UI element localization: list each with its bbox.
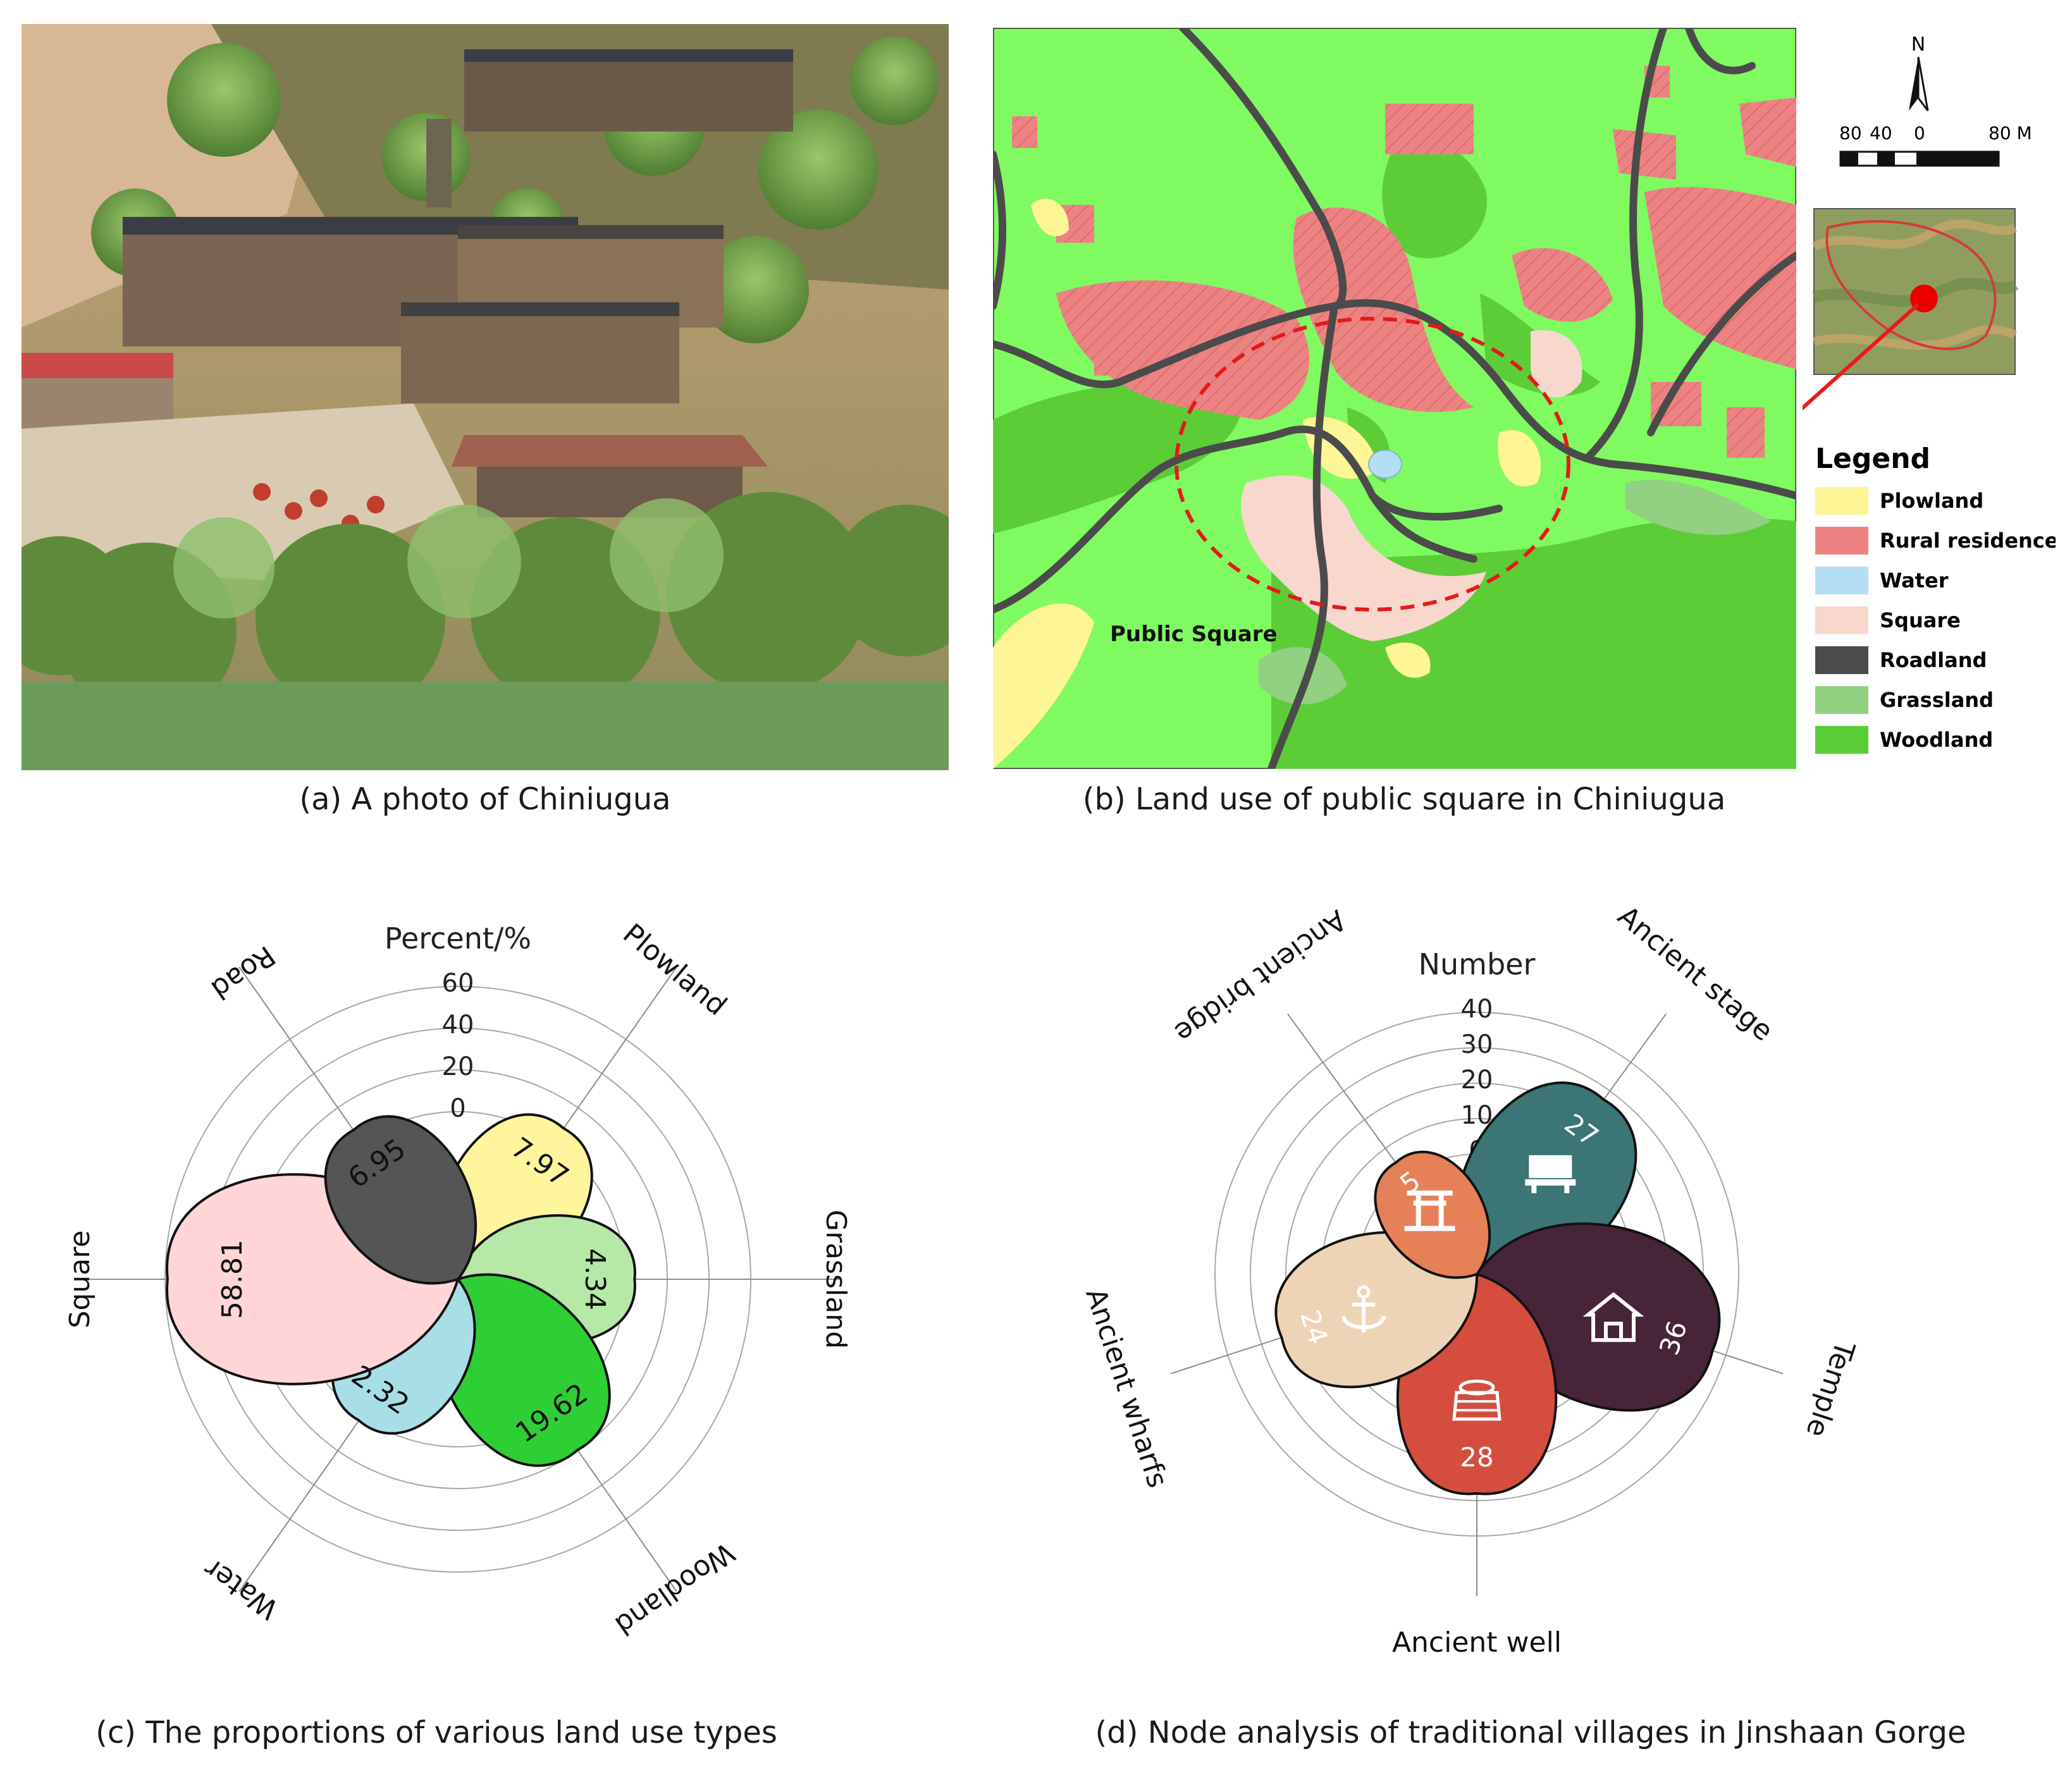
category-label: Water (198, 1552, 285, 1626)
category-label: Ancient wharfs (1079, 1284, 1174, 1492)
legend-title: Legend (1815, 443, 1930, 475)
tick-label: 0 (450, 1094, 466, 1123)
category-label: Grassland (820, 1210, 852, 1349)
legend-swatch-woodland (1815, 726, 1868, 754)
legend-swatch-rural-residence (1815, 527, 1868, 555)
stage-icon (1525, 1155, 1576, 1193)
tick-label: 40 (442, 1010, 474, 1040)
scale-label-0: 0 (1914, 123, 1925, 144)
value-label: 28 (1460, 1442, 1493, 1473)
category-label: Temple (1799, 1336, 1861, 1441)
land-use-map: Public Square (993, 28, 1796, 769)
category-label: Plowland (617, 918, 732, 1022)
caption-c: (c) The proportions of various land use … (96, 1715, 777, 1750)
map-label-public-square: Public Square (1110, 622, 1278, 647)
axis-title: Number (1419, 947, 1536, 981)
legend-swatch-square (1815, 606, 1868, 634)
tick-label: 20 (442, 1052, 474, 1081)
village-node-petal-chart: 010203040Number27Ancient stage36Temple28… (993, 841, 2068, 1739)
tick-label: 30 (1461, 1030, 1493, 1059)
scale-label-80: 80 (1839, 123, 1862, 144)
anchor-icon (1341, 1285, 1386, 1333)
legend-label-rural-residence: Rural residence (1880, 529, 2056, 553)
legend-swatch-roadland (1815, 646, 1868, 674)
category-label: Road (205, 939, 281, 1005)
legend-label-grassland: Grassland (1880, 688, 1994, 712)
location-inset (1811, 208, 2019, 375)
caption-b: (b) Land use of public square in Chiniug… (1082, 782, 1726, 817)
temple-icon (1582, 1292, 1644, 1342)
legend-swatch-grassland (1815, 686, 1868, 714)
value-label: 4.34 (579, 1248, 611, 1310)
caption-d: (d) Node analysis of traditional village… (1095, 1715, 1966, 1750)
scale-bar: 80 40 0 80 M (1839, 123, 2032, 167)
petal-road (324, 1115, 478, 1285)
category-label: Square (64, 1231, 96, 1329)
legend-label-square: Square (1880, 608, 1961, 632)
axis-title: Percent/% (385, 921, 531, 955)
scale-label-80m: 80 M (1989, 123, 2032, 144)
tick-label: 20 (1461, 1066, 1493, 1095)
bridge-gate-icon (1404, 1190, 1455, 1231)
legend-swatch-plowland (1815, 487, 1868, 515)
north-label: N (1911, 34, 1925, 56)
well-icon (1452, 1379, 1502, 1421)
village-photo (22, 24, 949, 770)
scale-label-40: 40 (1870, 123, 1892, 144)
caption-a: (a) A photo of Chiniugua (299, 782, 671, 817)
legend-label-roadland: Roadland (1880, 648, 1987, 672)
tick-label: 40 (1461, 995, 1493, 1024)
category-label: Woodland (609, 1536, 741, 1642)
tick-label: 60 (442, 969, 474, 998)
north-arrow-icon: N (1909, 34, 1929, 111)
legend-label-woodland: Woodland (1880, 728, 1993, 752)
legend-label-plowland: Plowland (1880, 489, 1983, 513)
legend-label-water: Water (1880, 568, 1949, 593)
category-label: Ancient well (1392, 1626, 1562, 1659)
petal-ancient-bridge (1374, 1150, 1491, 1279)
category-label: Ancient bridge (1168, 904, 1352, 1049)
category-label: Ancient stage (1612, 900, 1779, 1048)
legend-swatch-water (1815, 567, 1868, 594)
value-label: 58.81 (216, 1239, 249, 1319)
